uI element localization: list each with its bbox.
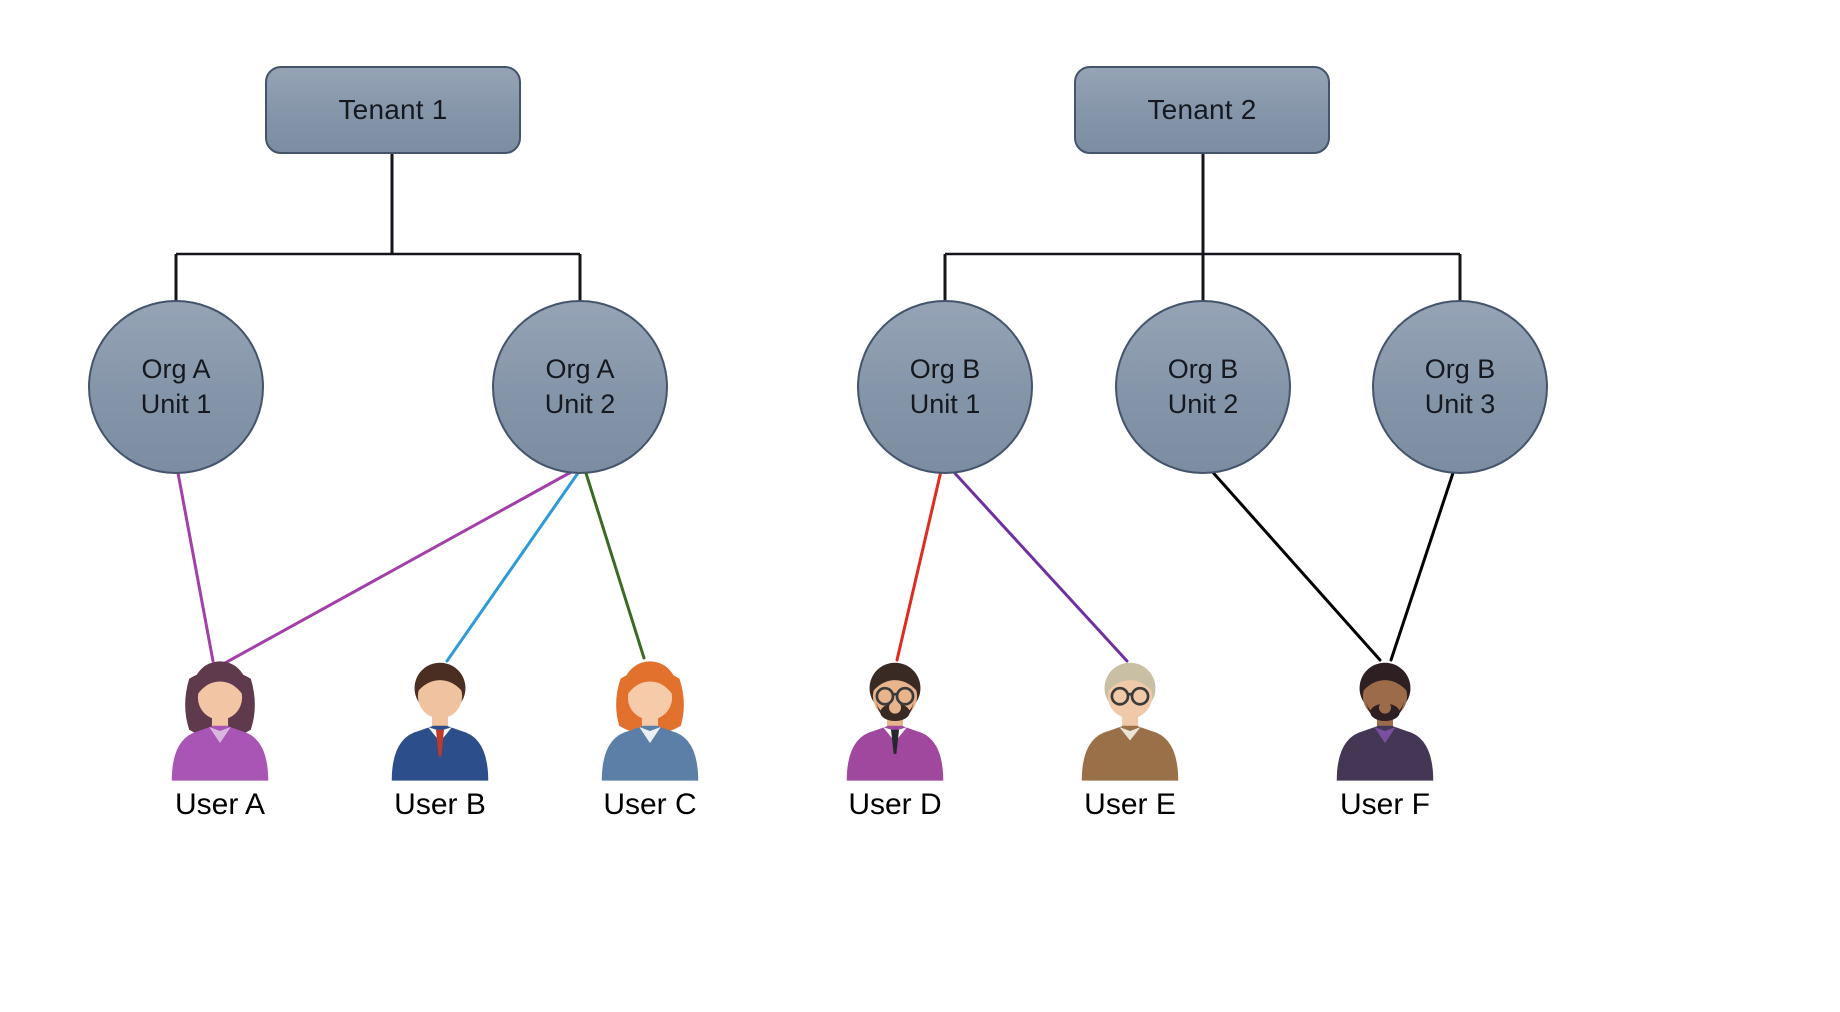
person-icon [171, 661, 269, 781]
org-unit-node-b3: Org B Unit 3 [1372, 300, 1548, 474]
org-unit-node-b1: Org B Unit 1 [857, 300, 1033, 474]
org-unit-node-a1: Org A Unit 1 [88, 300, 264, 474]
person-icon [601, 661, 699, 781]
person-icon [1336, 662, 1434, 781]
assignment-edge [176, 471, 215, 663]
tenant-node-1: Tenant 1 [265, 66, 521, 154]
assignment-edge [1389, 468, 1456, 662]
assignment-edge [895, 469, 943, 662]
user-label: User E [1084, 788, 1176, 821]
assignment-edge [949, 467, 1129, 663]
tenant-label: Tenant 2 [1147, 94, 1257, 125]
user-label: User C [603, 788, 697, 821]
user-figure-d: User D [810, 652, 980, 822]
assignment-edge [1207, 466, 1382, 662]
tenant-node-2: Tenant 2 [1074, 66, 1330, 154]
user-figure-f: User F [1300, 652, 1470, 822]
org-unit-line2: Unit 1 [140, 389, 212, 419]
org-unit-line1: Org B [1424, 353, 1496, 384]
org-unit-line2: Unit 1 [909, 389, 981, 419]
assignment-edge [223, 469, 575, 665]
user-figure-a: User A [135, 652, 305, 822]
user-figure-b: User B [355, 652, 525, 822]
user-label: User F [1340, 788, 1430, 821]
user-figure-e: User E [1045, 652, 1215, 822]
person-icon [846, 662, 944, 781]
user-figure-c: User C [565, 652, 735, 822]
person-icon [391, 662, 489, 781]
org-unit-node-b2: Org B Unit 2 [1115, 300, 1291, 474]
user-label: User A [174, 788, 266, 821]
org-unit-line1: Org B [1167, 353, 1239, 384]
user-label: User B [394, 788, 486, 821]
org-unit-node-a2: Org A Unit 2 [492, 300, 668, 474]
user-label: User D [848, 788, 942, 821]
org-unit-line2: Unit 2 [1167, 389, 1239, 419]
org-unit-line2: Unit 3 [1424, 389, 1496, 419]
tenant-label: Tenant 1 [338, 94, 448, 125]
assignment-edge [445, 471, 580, 663]
org-unit-line1: Org A [141, 353, 211, 384]
org-unit-line1: Org B [909, 353, 981, 384]
org-unit-line2: Unit 2 [544, 389, 616, 419]
person-icon [1081, 662, 1179, 781]
assignment-edge [583, 468, 646, 660]
org-unit-line1: Org A [545, 353, 615, 384]
